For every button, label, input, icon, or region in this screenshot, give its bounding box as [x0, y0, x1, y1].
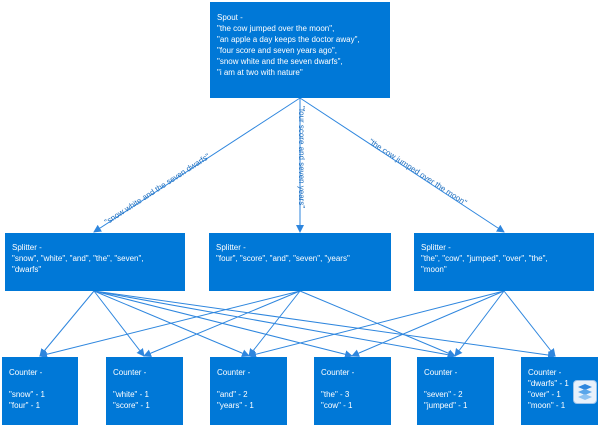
- edge-s2-c3: [248, 290, 301, 357]
- counter-box-1: Counter - "snow" - 1 "four" - 1: [2, 357, 78, 425]
- counter-line: "four" - 1: [9, 401, 41, 410]
- spout-line: "four score and seven years ago",: [217, 46, 337, 55]
- splitter-title: Splitter -: [216, 243, 246, 252]
- spout-title: Spout -: [217, 13, 243, 22]
- splitter-title: Splitter -: [421, 243, 451, 252]
- counter-line: "moon" - 1: [528, 401, 566, 410]
- spout-line: "an apple a day keeps the doctor away",: [217, 35, 360, 44]
- counter-line: "seven" - 2: [424, 390, 463, 399]
- counter-box-4: Counter - "the" - 3 "cow" - 1: [314, 357, 391, 425]
- splitter-box-3: Splitter - "the", "cow", "jumped", "over…: [414, 233, 594, 291]
- splitter-line: "dwarfs": [12, 265, 42, 274]
- counter-line: "dwarfs" - 1: [528, 379, 569, 388]
- splitter-line: "four", "score", "and", "seven", "years": [216, 254, 350, 263]
- counter-line: "white" - 1: [113, 390, 149, 399]
- counter-line: "cow" - 1: [321, 401, 353, 410]
- spout-line: "i am at two with nature": [217, 68, 303, 77]
- edge-s1-c2: [93, 290, 145, 357]
- edge-spout-splitter-3: [299, 97, 505, 233]
- spout-line: "snow white and the seven dwarfs",: [217, 57, 343, 66]
- spout-box: Spout - "the cow jumped over the moon", …: [210, 2, 390, 98]
- spout-line: "the cow jumped over the moon",: [217, 24, 335, 33]
- edge-s1-c1: [39, 290, 95, 357]
- counter-title: Counter -: [321, 368, 355, 377]
- counter-title: Counter -: [217, 368, 251, 377]
- counter-line: "and" - 2: [217, 390, 248, 399]
- counter-line: "over" - 1: [528, 390, 561, 399]
- splitter-box-2: Splitter - "four", "score", "and", "seve…: [209, 233, 391, 291]
- counter-box-2: Counter - "white" - 1 "score" - 1: [106, 357, 183, 425]
- counter-title: Counter -: [113, 368, 147, 377]
- counter-line: "years" - 1: [217, 401, 254, 410]
- counter-title: Counter -: [528, 368, 562, 377]
- splitter-line: "the", "cow", "jumped", "over", "the",: [421, 254, 548, 263]
- edge-s2-c2: [143, 290, 301, 357]
- splitter-box-1: Splitter - "snow", "white", "and", "the"…: [5, 233, 185, 291]
- edge-label-splitter-2: "four score and seven years": [297, 106, 306, 209]
- counter-box-5: Counter - "seven" - 2 "jumped" - 1: [417, 357, 494, 425]
- counter-box-3: Counter - "and" - 2 "years" - 1: [210, 357, 287, 425]
- counter-title: Counter -: [424, 368, 458, 377]
- splitter-title: Splitter -: [12, 243, 42, 252]
- counter-line: "snow" - 1: [9, 390, 45, 399]
- edge-s3-c4: [351, 290, 505, 357]
- edge-s3-c6: [503, 290, 556, 357]
- counter-line: "jumped" - 1: [424, 401, 468, 410]
- counter-line: "score" - 1: [113, 401, 150, 410]
- edge-spout-splitter-1: [93, 97, 301, 233]
- splitter-line: "moon": [421, 265, 447, 274]
- splitter-line: "snow", "white", "and", "the", "seven",: [12, 254, 144, 263]
- counter-title: Counter -: [9, 368, 43, 377]
- edge-s3-c5: [454, 290, 505, 357]
- counter-line: "the" - 3: [321, 390, 350, 399]
- logo-icon: [573, 380, 597, 404]
- edge-s1-c6: [93, 290, 556, 359]
- edge-s2-c1: [39, 290, 301, 359]
- edge-s3-c3: [248, 290, 505, 359]
